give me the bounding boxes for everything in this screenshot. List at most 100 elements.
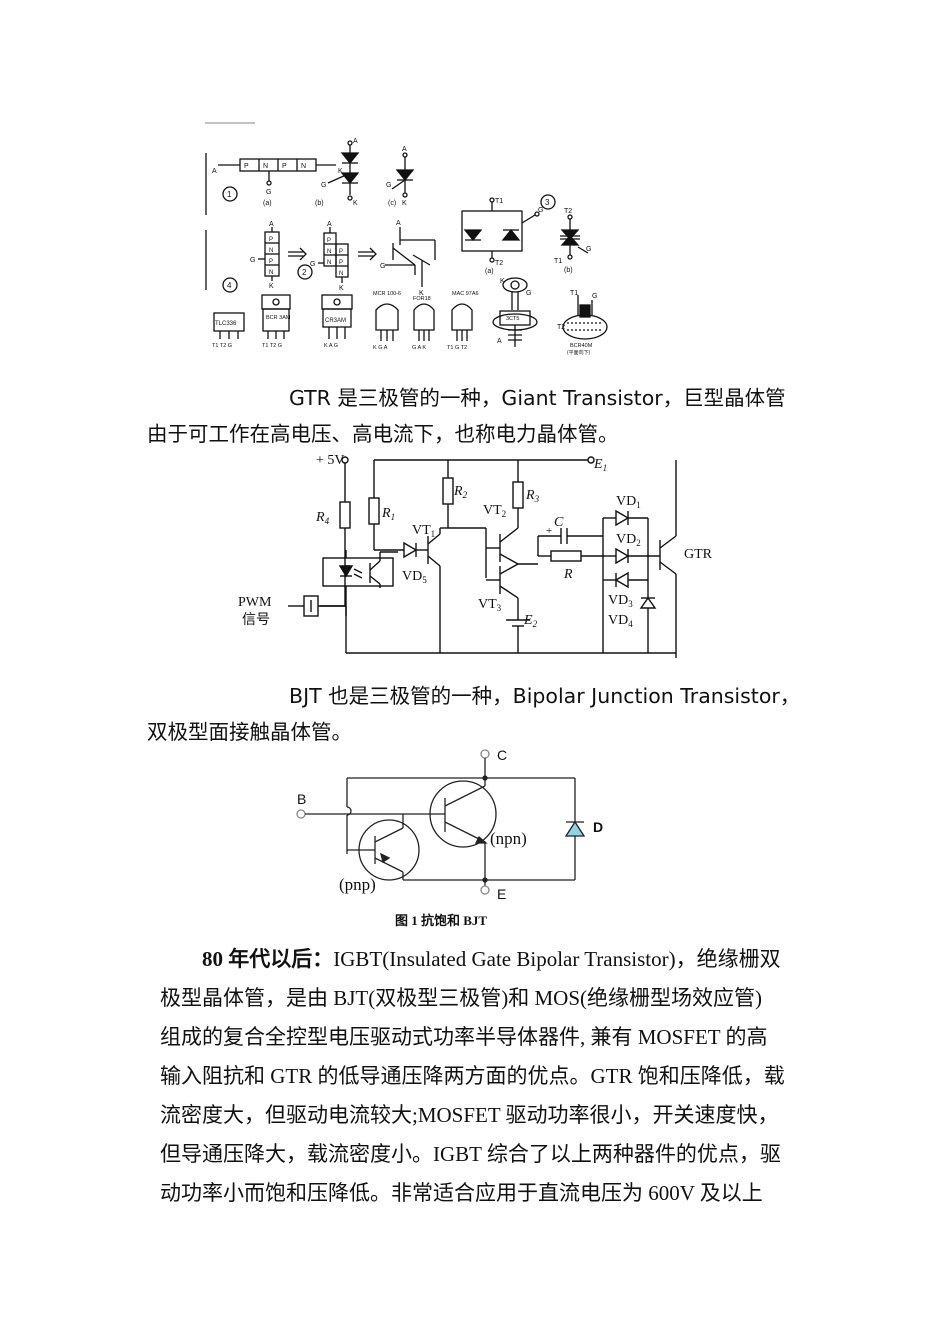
- pnpn-cell-1: P: [244, 163, 249, 170]
- igbt-bold-lead: 80 年代以后：: [202, 947, 334, 971]
- figure-caption: 图 1 抗饱和 BJT: [395, 913, 487, 928]
- label-t1c: T1: [570, 290, 578, 297]
- package-label-5: FOR18: [413, 296, 431, 302]
- igbt-line-1: 80 年代以后：IGBT(Insulated Gate Bipolar Tran…: [160, 940, 820, 979]
- gtr-line-1: GTR 是三极管的一种，Giant Transistor，巨型晶体管: [289, 386, 786, 410]
- igbt-line-6: 但导通压降大，载流密度小。IGBT 综合了以上两种器件的优点，驱: [160, 1142, 781, 1166]
- package-pins-2: T1 T2 G: [262, 343, 282, 349]
- package-label-4: MCR 100-6: [373, 291, 401, 297]
- label-a1: A: [212, 168, 217, 175]
- label-r: R: [563, 567, 573, 582]
- label-e1: E1: [593, 457, 607, 473]
- stack2b-cell-1: P: [339, 249, 343, 255]
- anti-saturation-bjt: B C E D (npn) (pnp) 图 1 抗饱和 BJT: [296, 747, 603, 928]
- package-label-3: CR3AM: [325, 318, 346, 324]
- package-pins-1: T1 T2 G: [212, 343, 232, 349]
- label-g7: G: [538, 207, 543, 214]
- package-pins-4: K G A: [373, 345, 388, 351]
- label-c: C: [554, 515, 564, 530]
- label-b: B: [297, 791, 306, 807]
- label-k9: K: [500, 278, 505, 285]
- circle-label-1: 1: [227, 190, 232, 199]
- label-r1: R1: [381, 506, 395, 522]
- pnpn-cell-4: N: [301, 163, 306, 170]
- label-gtr: GTR: [684, 547, 713, 562]
- anti-saturation-bjt-figure: B C E D (npn) (pnp) 图 1 抗饱和 BJT: [285, 742, 645, 934]
- igbt-paragraph: 80 年代以后：IGBT(Insulated Gate Bipolar Tran…: [160, 940, 820, 1213]
- label-vd4: VD4: [608, 613, 633, 629]
- stack2b-cell-3: N: [339, 271, 343, 277]
- label-a4: A: [269, 221, 274, 228]
- stack1-cell-3: P: [269, 259, 273, 265]
- label-g8: G: [586, 246, 591, 253]
- igbt-line-7: 动功率小而饱和压降低。非常适合应用于直流电压为 600V 及以上: [160, 1181, 763, 1205]
- stack1-cell-4: N: [269, 270, 273, 276]
- label-npn: (npn): [490, 829, 527, 848]
- label-t2c: T2: [557, 324, 565, 331]
- label-k1: K: [338, 168, 343, 175]
- label-b-caption-2: (b): [564, 267, 573, 274]
- gtr-paragraph: GTR 是三极管的一种，Giant Transistor，巨型晶体管 由于可工作…: [147, 380, 817, 452]
- label-k4: K: [269, 283, 274, 290]
- label-a-caption: (a): [263, 200, 272, 207]
- label-t1b: T1: [554, 258, 562, 265]
- thyristor-figure: A K G (a) P N P N A G K (b) A G K (c) 1: [200, 115, 620, 360]
- igbt-line-3: 组成的复合全控型电压驱动式功率半导体器件, 兼有 MOSFET 的高: [160, 1025, 768, 1049]
- package-label-2: BCR 3AM: [266, 315, 291, 321]
- label-a2: A: [353, 138, 358, 145]
- bjt-line-2: 双极型面接触晶体管。: [147, 720, 352, 744]
- package-pins-6: T1 G T2: [447, 345, 467, 351]
- label-k2: K: [353, 200, 358, 207]
- label-vd1: VD1: [616, 494, 641, 510]
- label-g10: G: [592, 293, 597, 300]
- label-a3: A: [402, 146, 407, 153]
- label-k3: K: [402, 200, 407, 207]
- label-g4: G: [250, 257, 255, 264]
- bjt-paragraph: BJT 也是三极管的一种，Bipolar Junction Transistor…: [147, 678, 827, 750]
- stack1-cell-2: N: [269, 248, 273, 254]
- label-g6: G: [380, 263, 385, 270]
- label-r2: R2: [453, 484, 468, 500]
- package-bottom-note: (平面向下): [567, 349, 591, 356]
- label-a6: A: [396, 220, 401, 227]
- label-a5: A: [327, 221, 332, 228]
- label-vd5: VD5: [402, 569, 427, 585]
- stack2a-cell-3: N: [327, 260, 331, 266]
- pnpn-cell-3: P: [282, 163, 287, 170]
- stack2a-cell-1: P: [327, 238, 331, 244]
- circle-label-2: 2: [302, 268, 307, 277]
- label-vd2: VD2: [616, 532, 641, 548]
- label-k5: K: [339, 285, 344, 292]
- label-b-caption: (b): [315, 200, 324, 207]
- label-g1: G: [266, 189, 271, 196]
- label-t2a: T2: [495, 260, 503, 267]
- label-c-caption: (c): [388, 200, 396, 207]
- stack2a-cell-2: N: [327, 249, 331, 255]
- label-vt2: VT2: [483, 503, 506, 519]
- label-signal: 信号: [242, 612, 270, 628]
- label-g3: G: [386, 182, 391, 189]
- package-label-7: 3CT5: [506, 316, 519, 322]
- label-plus-5v: + 5V: [316, 453, 345, 468]
- label-r4: R4: [315, 510, 330, 526]
- igbt-line-2: 极型晶体管，是由 BJT(双极型三极管)和 MOS(绝缘栅型场效应管): [160, 986, 762, 1010]
- igbt-line-5: 流密度大，但驱动电流较大;MOSFET 驱动功率很小，开关速度快，: [160, 1103, 779, 1127]
- package-pins-5: G A K: [412, 345, 426, 351]
- package-pins-3: K A G: [324, 343, 338, 349]
- label-d: D: [593, 819, 603, 835]
- stack2b-cell-2: P: [339, 260, 343, 266]
- label-g9: G: [526, 290, 531, 297]
- label-e2: E2: [523, 613, 538, 629]
- label-c-terminal: C: [497, 747, 507, 763]
- igbt-line-4: 输入阻抗和 GTR 的低导通压降两方面的优点。GTR 饱和压降低，载: [160, 1064, 785, 1088]
- label-vt3: VT3: [478, 597, 502, 613]
- label-t1a: T1: [495, 198, 503, 205]
- bjt-line-1: BJT 也是三极管的一种，Bipolar Junction Transistor…: [289, 684, 801, 708]
- pnpn-cell-2: N: [263, 163, 268, 170]
- label-plus: +: [546, 525, 552, 537]
- label-pwm: PWM: [238, 595, 272, 610]
- label-r3: R3: [525, 488, 540, 504]
- label-pnp: (pnp): [339, 875, 376, 894]
- package-label-1: TLC336: [215, 321, 237, 327]
